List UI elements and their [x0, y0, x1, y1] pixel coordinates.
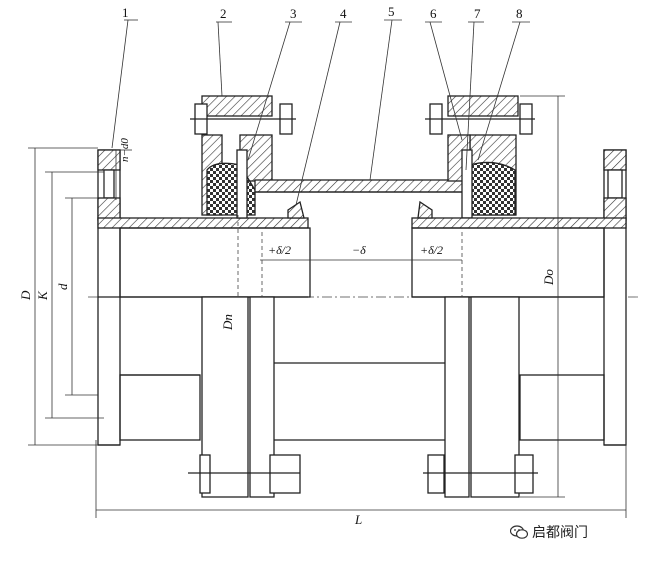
part-number-7: 7 — [474, 6, 481, 21]
lower-outline — [98, 296, 626, 498]
dim-D-label: D — [18, 290, 33, 301]
right-flange — [603, 149, 627, 446]
watermark-text: 启都阀门 — [532, 525, 588, 541]
stop-ring-right — [417, 200, 433, 219]
dim-K-label: K — [35, 290, 50, 301]
dim-Dn-label: Dn — [220, 314, 235, 331]
middle-pipe — [254, 179, 466, 193]
part-number-6: 6 — [430, 6, 437, 21]
dim-L-label: L — [354, 512, 362, 527]
dim-gap-right-label: +δ/2 — [420, 243, 443, 257]
left-gland — [190, 95, 296, 325]
dim-Do-label: Do — [541, 269, 556, 286]
dim-gap-left-label: +δ/2 — [268, 243, 291, 257]
part-number-2: 2 — [220, 6, 227, 21]
part-number-5: 5 — [388, 4, 395, 19]
dimension-lines — [28, 95, 627, 518]
part-number-4: 4 — [340, 6, 347, 21]
part-number-8: 8 — [516, 6, 523, 21]
dim-gap-mid-label: −δ — [352, 243, 366, 257]
dim-d-label: d — [55, 283, 70, 290]
wechat-icon — [510, 525, 528, 539]
leader-lines — [111, 19, 530, 206]
dim-bolt-holes-label: n−d0 — [119, 138, 131, 162]
right-gland — [425, 95, 535, 219]
part-number-1: 1 — [122, 5, 129, 20]
part-number-3: 3 — [290, 6, 297, 21]
watermark: 启都阀门 — [510, 522, 588, 542]
